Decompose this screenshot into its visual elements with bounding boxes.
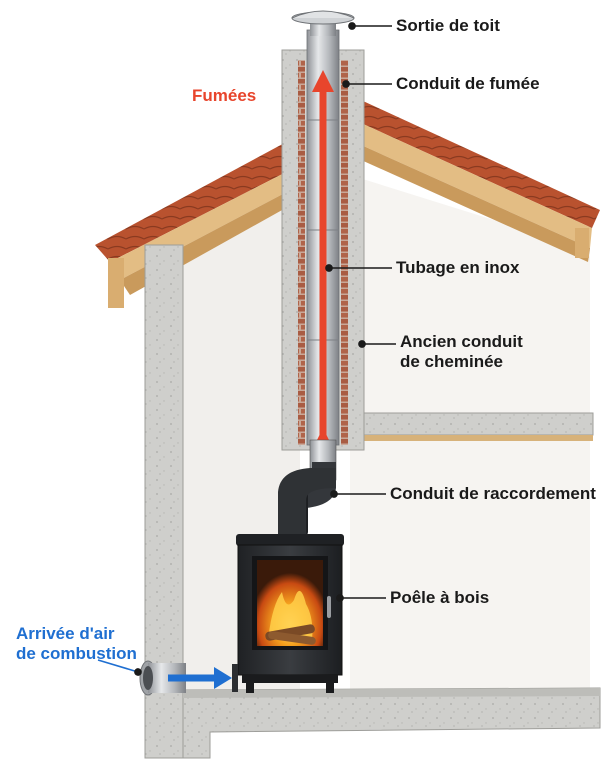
label-air-inlet-line1: Arrivée d'air: [16, 624, 115, 643]
label-smoke: Fumées: [192, 86, 257, 105]
wood-stove: [236, 534, 344, 693]
roof-exit-cap: [291, 10, 355, 36]
label-air-inlet-line2: de combustion: [16, 644, 137, 663]
label-roof-exit: Sortie de toit: [396, 16, 500, 35]
ground-slab: [182, 687, 601, 759]
label-connector: Conduit de raccordement: [390, 484, 596, 503]
label-old-chimney-line2: de cheminée: [400, 352, 503, 371]
label-old-chimney: Ancien conduit de cheminée: [400, 332, 523, 372]
air-inlet: [139, 660, 238, 696]
label-stove: Poêle à bois: [390, 588, 490, 607]
label-liner: Tubage en inox: [396, 258, 520, 277]
connector-pipe: [278, 439, 337, 536]
floor-slab: [344, 412, 594, 441]
label-old-chimney-line1: Ancien conduit: [400, 332, 523, 351]
right-roof: [350, 95, 600, 262]
label-flue: Conduit de fumée: [396, 74, 540, 93]
leader-lines: [97, 22, 396, 676]
label-air-inlet: Arrivée d'air de combustion: [16, 624, 137, 664]
